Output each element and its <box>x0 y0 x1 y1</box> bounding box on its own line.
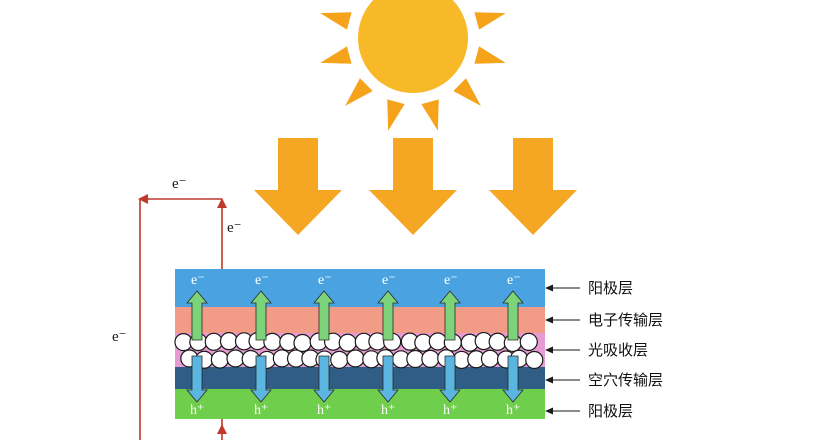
layer-label: 电子传输层 <box>588 311 663 329</box>
hole-arrow <box>313 355 335 403</box>
external-circuit: e⁻ e⁻ e⁻ <box>112 176 242 440</box>
hole-label: h⁺ <box>317 403 331 418</box>
absorber-particle <box>488 332 507 351</box>
hole-arrow <box>250 355 272 403</box>
electron-arrow <box>502 290 524 341</box>
electron-arrow <box>377 290 399 341</box>
hole-arrow <box>502 355 524 403</box>
hole-label: h⁺ <box>443 403 457 418</box>
sun-ray <box>453 78 481 106</box>
hole-arrow <box>186 355 208 403</box>
absorber-particle <box>525 350 544 370</box>
layer-label: 阳极层 <box>588 402 633 420</box>
circuit-arrowhead-right <box>217 198 227 208</box>
layer-label: 光吸收层 <box>588 341 648 359</box>
callout-arrowhead <box>545 376 553 384</box>
sun-icon <box>320 0 506 131</box>
hole-label: h⁺ <box>254 403 268 418</box>
absorber-particle <box>330 350 349 369</box>
hole-label: h⁺ <box>506 403 520 418</box>
callout-arrowhead <box>545 346 553 354</box>
absorber-particle <box>519 332 538 351</box>
layer-electron-transport <box>175 307 545 333</box>
electron-arrow <box>313 290 335 341</box>
absorber-particle <box>428 332 447 351</box>
layer-anode <box>175 389 545 419</box>
electron-label: e⁻ <box>318 273 332 288</box>
hole-arrow <box>439 355 461 403</box>
absorber-particle <box>204 332 223 351</box>
absorber-particle <box>346 349 365 368</box>
light-arrow <box>254 138 342 235</box>
carrier-arrows <box>186 290 524 403</box>
circuit-arrowhead-top <box>138 194 148 204</box>
electron-label: e⁻ <box>507 273 521 288</box>
layer-hole-transport <box>175 367 545 389</box>
sun-ray <box>474 46 506 64</box>
circuit-arrowhead-bottom <box>217 424 227 434</box>
electron-arrow <box>186 290 208 341</box>
light-arrow <box>489 138 577 235</box>
layer-cathode <box>175 269 545 307</box>
sun-ray <box>320 46 352 64</box>
absorber-particle <box>480 349 500 368</box>
absorber-particle <box>210 350 229 369</box>
hole-label: h⁺ <box>381 403 395 418</box>
electron-label: e⁻ <box>382 273 396 288</box>
layer-label: 阳极层 <box>588 279 633 297</box>
hole-label: h⁺ <box>190 403 204 418</box>
sun-ray <box>345 78 373 106</box>
absorber-particle <box>421 349 440 368</box>
callout-arrowhead <box>545 316 553 324</box>
sun-rays <box>320 12 506 131</box>
circuit-right-label: e⁻ <box>227 220 242 236</box>
sun-ray <box>387 99 405 131</box>
electron-arrow <box>439 290 461 341</box>
circuit-top-label: e⁻ <box>172 176 187 192</box>
absorber-particle <box>226 349 245 368</box>
sun-ray <box>320 12 352 30</box>
callout-arrowhead <box>545 284 553 292</box>
sun-ray <box>474 12 506 30</box>
device-stack: e⁻ h⁺ e⁻ h⁺ e⁻ h⁺ e⁻ h⁺ e⁻ h⁺ e⁻ h⁺ <box>174 269 545 419</box>
absorber-particle <box>338 333 357 352</box>
electron-label: e⁻ <box>444 273 458 288</box>
absorber-particle <box>263 332 282 351</box>
callout-arrowhead <box>545 407 553 415</box>
electron-arrow <box>250 290 272 341</box>
absorber-particle <box>293 333 312 353</box>
carrier-labels: e⁻ h⁺ e⁻ h⁺ e⁻ h⁺ e⁻ h⁺ e⁻ h⁺ e⁻ h⁺ <box>190 273 521 418</box>
hole-arrow <box>377 355 399 403</box>
incoming-light-arrows <box>254 138 577 235</box>
layer-label: 空穴传输层 <box>588 371 663 389</box>
electron-label: e⁻ <box>191 273 205 288</box>
sun-ray <box>421 99 439 131</box>
light-arrow <box>369 138 457 235</box>
circuit-left-label: e⁻ <box>112 329 127 345</box>
sun-core <box>358 0 468 93</box>
electron-label: e⁻ <box>255 273 269 288</box>
